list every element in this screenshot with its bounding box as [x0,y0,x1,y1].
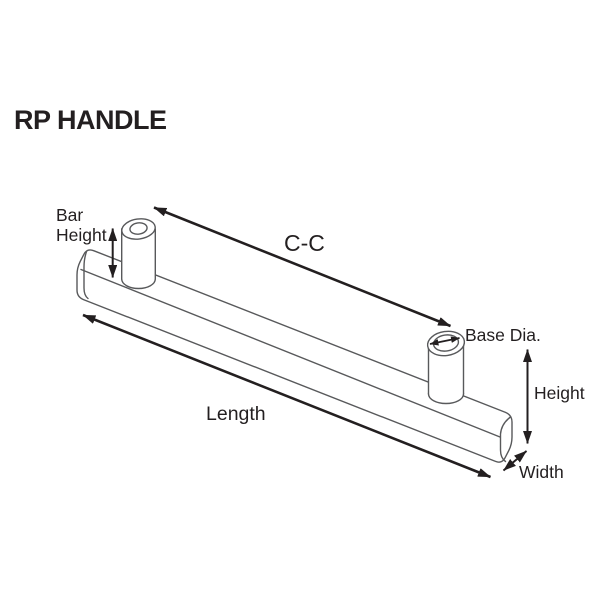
bar-height-label-line1: Bar [56,205,83,225]
bar-left-cap-edge [83,250,89,300]
base-diameter-label: Base Dia. [465,325,541,345]
height-label: Height [534,383,585,403]
dimension-arrows [82,206,532,479]
width-dimension-arrow [502,450,528,472]
left-post-hole [129,222,148,235]
length-label: Length [206,403,266,425]
center-to-center-dimension-arrow [153,206,451,328]
width-label: Width [519,462,564,482]
bar-right-cap-edge [499,416,512,463]
left-post [120,218,156,290]
length-dimension-arrow [82,313,491,479]
page-title: RP HANDLE [14,105,167,135]
center-to-center-label: C-C [284,230,325,256]
bar-height-label-line2: Height [56,225,107,245]
dimension-labels: Bar Height C-C Base Dia. Height Width Le… [56,205,585,482]
